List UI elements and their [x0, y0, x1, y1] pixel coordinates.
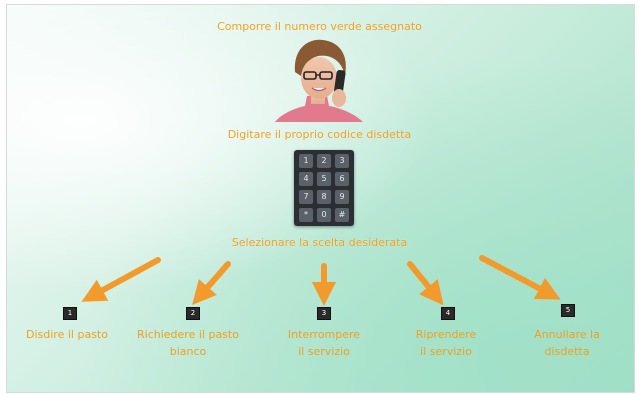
option-label-line: il servizio	[420, 345, 472, 358]
keypad-key: 5	[317, 172, 331, 186]
step-2-label: Digitare il proprio codice disdetta	[227, 128, 412, 141]
option-label-line: bianco	[169, 345, 207, 358]
person-on-phone-icon	[275, 39, 363, 122]
keypad-key: 8	[317, 190, 331, 204]
keypad-key: 3	[335, 154, 349, 168]
keypad-key: *	[299, 208, 313, 222]
option-label-line: Disdire il pasto	[26, 328, 108, 341]
option-number-badge: 5	[561, 304, 575, 317]
option-label: Riprendere il servizio	[390, 326, 502, 360]
keypad-icon: 1 2 3 4 5 6 7 8 9 * 0 #	[294, 150, 354, 226]
keypad-key: 7	[299, 190, 313, 204]
keypad-key: 9	[335, 190, 349, 204]
step-1-label: Comporre il numero verde assegnato	[217, 20, 422, 33]
option-label-line: Interrompere	[287, 328, 361, 341]
option-label: Annullare la disdetta	[508, 326, 626, 360]
keypad-key: 6	[335, 172, 349, 186]
option-label-line: disdetta	[544, 345, 590, 358]
arrow-icon	[81, 257, 161, 302]
option-label: Disdire il pasto	[6, 326, 128, 343]
keypad-key: 2	[317, 154, 331, 168]
keypad-key: 4	[299, 172, 313, 186]
keypad-key: 1	[299, 154, 313, 168]
arrow-icon	[192, 261, 231, 306]
keypad-key: #	[335, 208, 349, 222]
option-label: Richiedere il pasto bianco	[122, 326, 254, 360]
option-label-line: Annullare la	[534, 328, 600, 341]
option-number-badge: 1	[63, 307, 77, 320]
arrow-icon	[407, 261, 444, 306]
option-label: Interrompere il servizio	[262, 326, 386, 360]
arrow-icon	[479, 255, 561, 300]
option-label-line: il servizio	[298, 345, 350, 358]
step-3-label: Selezionare la scelta desiderata	[231, 236, 408, 249]
option-label-line: Richiedere il pasto	[137, 328, 239, 341]
keypad-key: 0	[317, 208, 331, 222]
option-number-badge: 4	[441, 307, 455, 320]
option-number-badge: 3	[317, 307, 331, 320]
option-label-line: Riprendere	[415, 328, 477, 341]
option-number-badge: 2	[186, 307, 200, 320]
